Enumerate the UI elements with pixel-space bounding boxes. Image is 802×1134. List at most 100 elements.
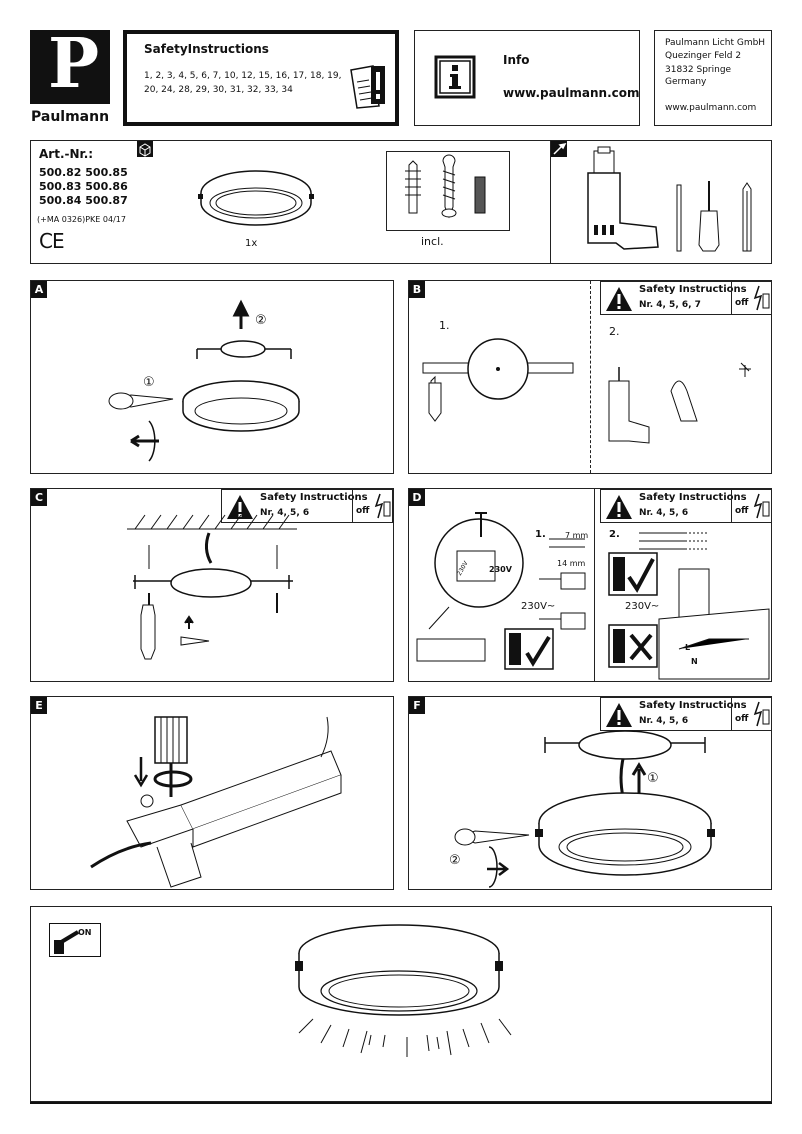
- warning-triangle-icon: [606, 495, 632, 519]
- dowel-screw-icon: [405, 154, 486, 219]
- panel-f-safety-box: Safety Instructions Nr. 4, 5, 6 off: [600, 697, 772, 731]
- vertical-divider: [550, 141, 551, 263]
- panel-d-mm-7: 7 mm: [565, 531, 589, 540]
- info-box: Info www.paulmann.com: [414, 30, 640, 126]
- panel-d-n-label: N: [691, 657, 698, 666]
- panel-e-label: E: [31, 697, 47, 714]
- ce-mark: CE: [39, 229, 65, 253]
- panel-f-label: F: [409, 697, 425, 714]
- panel-b-dashed-divider: [590, 281, 591, 473]
- panel-b-off-label: off: [735, 298, 749, 308]
- panel-d-mm-14: 14 mm: [557, 559, 586, 568]
- panel-d-voltage-1: 230V: [489, 565, 512, 574]
- address-city: 31832 Springe: [665, 65, 732, 75]
- article-number-2: 500.83 500.86: [39, 180, 128, 193]
- switch-on-label: ON: [78, 928, 92, 937]
- info-title: Info: [503, 53, 530, 67]
- power-off-icon: [753, 285, 770, 311]
- panel-a-label: A: [31, 281, 47, 298]
- panel-d-l-label: L: [685, 643, 691, 652]
- article-code: (+MA 0326)PKE 04/17: [37, 215, 126, 224]
- power-off-icon: [374, 493, 391, 519]
- panel-d: D Safety Instructions Nr. 4, 5, 6 off 1.: [408, 488, 772, 682]
- panel-d-safety-box: Safety Instructions Nr. 4, 5, 6 off: [600, 489, 772, 523]
- panel-d-label: D: [409, 489, 425, 506]
- panel-f-step-1: ①: [647, 771, 659, 786]
- panel-b-step-1: 1.: [439, 319, 450, 332]
- screwdriver-tools-icon: [676, 181, 752, 252]
- panel-c-off-label: off: [356, 506, 370, 516]
- box-icon: [137, 141, 153, 157]
- article-number-3: 500.84 500.87: [39, 194, 128, 207]
- panel-c-label: C: [31, 489, 47, 506]
- warning-triangle-icon: [606, 287, 632, 311]
- panel-d-voltage-2: 230V~: [521, 601, 556, 612]
- safety-instructions-header: SafetyInstructions 1, 2, 3, 4, 5, 6, 7, …: [123, 30, 399, 126]
- panel-d-step-1: 1.: [535, 529, 546, 540]
- panel-f-safety-title: Safety Instructions: [639, 700, 747, 711]
- quantity-label: 1x: [245, 238, 258, 249]
- panel-b: B Safety Instructions Nr. 4, 5, 6, 7 off…: [408, 280, 772, 474]
- panel-d-safety-nr: Nr. 4, 5, 6: [639, 508, 689, 518]
- power-off-icon: [753, 493, 770, 519]
- switch-on-badge: ON: [49, 923, 101, 957]
- panel-d-illustration: [416, 512, 770, 680]
- info-url[interactable]: www.paulmann.com: [503, 86, 640, 100]
- panel-c-safety-title: Safety Instructions: [260, 492, 368, 503]
- brand-name: Paulmann: [31, 109, 110, 125]
- panel-c: C Safety Instructions Nr. 4, 5, 6 off: [30, 488, 394, 682]
- panel-f-off-label: off: [735, 714, 749, 724]
- warning-triangle-icon: [227, 495, 253, 519]
- panel-e-illustration: [90, 716, 342, 888]
- address-country: Germany: [665, 77, 707, 87]
- info-icon: [434, 55, 476, 99]
- paulmann-logo: P Paulmann: [30, 24, 122, 126]
- panel-d-divider: [594, 489, 595, 681]
- panel-a: A ② ①: [30, 280, 394, 474]
- panel-f-step-2: ②: [449, 853, 461, 868]
- panel-d-off-label: off: [735, 506, 749, 516]
- accessories-frame: [386, 151, 510, 231]
- article-label: Art.-Nr.:: [39, 147, 94, 161]
- included-label: incl.: [421, 235, 444, 248]
- article-row: Art.-Nr.: 500.82 500.85 500.83 500.86 50…: [30, 140, 772, 264]
- panel-c-safety-nr: Nr. 4, 5, 6: [260, 508, 310, 518]
- panel-b-safety-box: Safety Instructions Nr. 4, 5, 6, 7 off: [600, 281, 772, 315]
- panel-b-step-2: 2.: [609, 325, 620, 338]
- safety-header-numbers-1: 1, 2, 3, 4, 5, 6, 7, 10, 12, 15, 16, 17,…: [144, 71, 342, 81]
- luminaire-on-illustration: [295, 924, 512, 1057]
- address-web[interactable]: www.paulmann.com: [665, 103, 757, 113]
- panel-f: F Safety Instructions Nr. 4, 5, 6 off ① …: [408, 696, 772, 890]
- footer-rule: [30, 1102, 772, 1104]
- panel-switch-on: ON: [30, 906, 772, 1102]
- power-off-icon: [753, 701, 770, 727]
- panel-f-illustration: [454, 730, 715, 888]
- address-box: Paulmann Licht GmbH Quezinger Feld 2 318…: [654, 30, 772, 126]
- panel-c-illustration: [127, 514, 297, 660]
- document-warning-icon: [350, 65, 385, 109]
- panel-d-voltage-3: 230V~: [625, 601, 660, 612]
- warning-triangle-icon: [606, 703, 632, 727]
- luminaire-illustration: [198, 170, 314, 226]
- address-street: Quezinger Feld 2: [665, 51, 742, 61]
- panel-d-safety-title: Safety Instructions: [639, 492, 747, 503]
- panel-d-step-2: 2.: [609, 529, 620, 540]
- panel-b-label: B: [409, 281, 425, 298]
- panel-f-safety-nr: Nr. 4, 5, 6: [639, 716, 689, 726]
- panel-b-safety-nr: Nr. 4, 5, 6, 7: [639, 300, 701, 310]
- switch-on-icon: [54, 930, 80, 954]
- article-number-1: 500.82 500.85: [39, 166, 128, 179]
- panel-b-illustration: [422, 338, 751, 444]
- panel-b-safety-title: Safety Instructions: [639, 284, 747, 295]
- panel-a-step-2: ②: [255, 313, 267, 328]
- safety-header-numbers-2: 20, 24, 28, 29, 30, 31, 32, 33, 34: [144, 85, 293, 95]
- tools-icon: [551, 141, 567, 157]
- panel-e: E: [30, 696, 394, 890]
- panel-a-illustration: [108, 299, 300, 462]
- panel-c-safety-box: Safety Instructions Nr. 4, 5, 6 off: [221, 489, 393, 523]
- logo-letter: P: [48, 24, 100, 104]
- address-company: Paulmann Licht GmbH: [665, 38, 766, 48]
- drill-icon: [587, 146, 659, 250]
- panel-a-step-1: ①: [143, 375, 155, 390]
- safety-header-title: SafetyInstructions: [144, 42, 269, 56]
